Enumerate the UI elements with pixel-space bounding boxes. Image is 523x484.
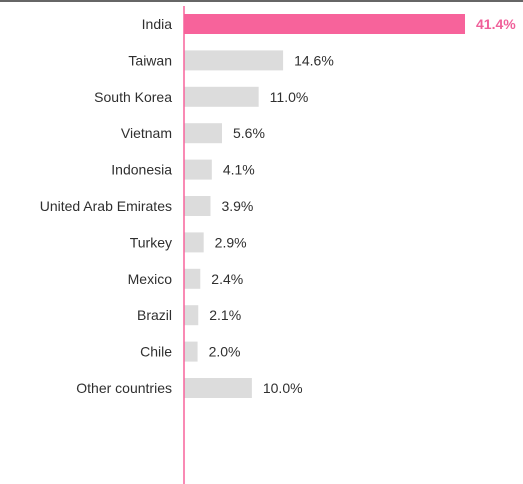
value-label: 2.9% — [215, 234, 247, 250]
value-label: 4.1% — [223, 162, 255, 178]
category-label: Chile — [140, 344, 172, 360]
bar — [184, 268, 201, 289]
value-label: 2.1% — [209, 307, 241, 323]
value-label: 3.9% — [221, 198, 253, 214]
value-label: 10.0% — [263, 380, 303, 396]
value-label: 5.6% — [233, 125, 265, 141]
category-label: Mexico — [128, 271, 173, 287]
bar — [184, 14, 465, 34]
bar — [184, 159, 212, 180]
bar — [184, 305, 199, 326]
bar — [184, 378, 252, 398]
value-label: 2.0% — [209, 344, 241, 360]
value-label: 14.6% — [294, 52, 334, 68]
bar — [184, 196, 211, 216]
category-label: United Arab Emirates — [40, 198, 172, 214]
category-label: Other countries — [76, 380, 172, 396]
value-label: 11.0% — [270, 89, 309, 105]
category-label: Turkey — [130, 234, 172, 250]
value-label: 41.4% — [476, 16, 516, 32]
category-label: South Korea — [94, 89, 172, 105]
category-label: India — [142, 16, 173, 32]
category-label: Indonesia — [111, 162, 172, 178]
category-label: Vietnam — [121, 125, 172, 141]
value-label: 2.4% — [211, 271, 243, 287]
bar — [184, 86, 259, 107]
bar — [184, 341, 198, 362]
category-label: Brazil — [137, 307, 172, 323]
value-labels: 41.4% 14.6% 11.0% 5.6% 4.1% 3.9% 2.9% 2.4% 2.1% 2… — [209, 16, 517, 396]
bar — [184, 50, 284, 71]
bar — [184, 123, 223, 144]
category-label: Taiwan — [128, 52, 172, 68]
bars-layer — [184, 14, 465, 398]
bar — [184, 232, 204, 253]
